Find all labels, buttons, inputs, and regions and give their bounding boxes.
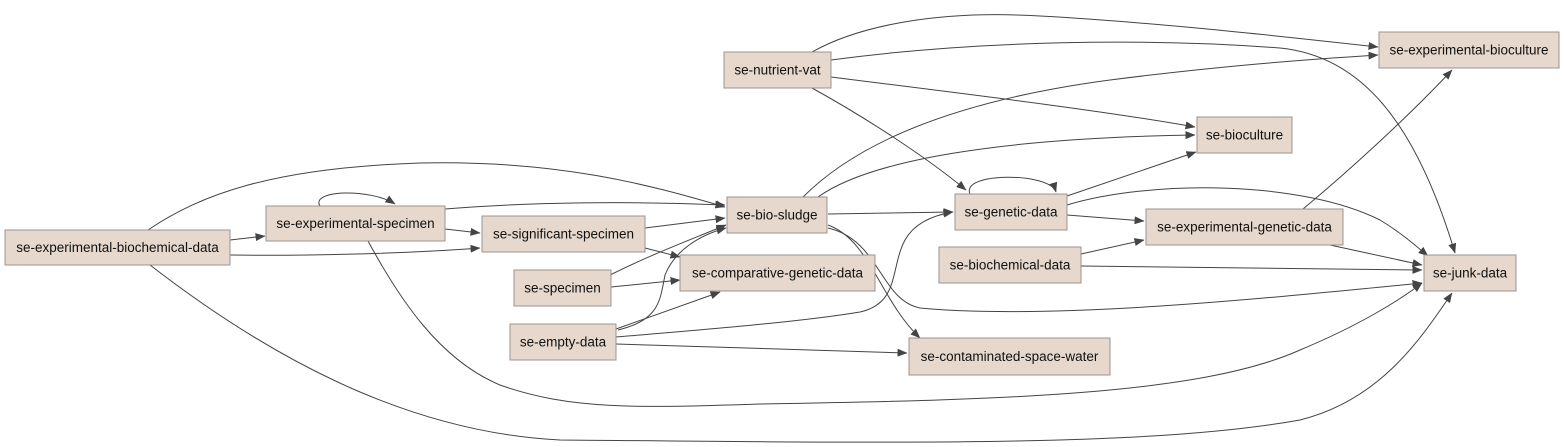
node-se-empty-data[interactable]: se-empty-data (509, 323, 617, 361)
edge-es-to-es (318, 192, 396, 207)
node-box (723, 51, 832, 89)
node-box (1423, 254, 1517, 292)
edge-es-to-ss (444, 227, 481, 236)
node-box (1145, 208, 1344, 246)
node-se-bio-sludge[interactable]: se-bio-sludge (726, 196, 828, 234)
node-label: se-empty-data (520, 335, 607, 350)
node-label: se-experimental-bioculture (1389, 43, 1548, 58)
node-box (513, 269, 612, 307)
node-box (954, 193, 1068, 231)
node-box (481, 215, 646, 253)
node-label: se-bio-sludge (736, 208, 817, 223)
node-label: se-nutrient-vat (734, 63, 821, 78)
edge-ed-to-cgd (615, 291, 721, 330)
node-box (1378, 31, 1560, 69)
node-label: se-contaminated-space-water (921, 349, 1099, 364)
edge-ss-to-bs (644, 215, 726, 229)
edge-nv-to-gd (811, 87, 967, 191)
node-box (726, 196, 828, 234)
edge-es-to-bs (444, 200, 726, 210)
node-se-experimental-specimen[interactable]: se-experimental-specimen (265, 205, 446, 242)
node-label: se-genetic-data (964, 205, 1058, 220)
edge-gd-to-bc (1066, 151, 1197, 197)
node-label: se-experimental-specimen (276, 216, 434, 231)
node-box (908, 337, 1111, 376)
nodes-layer: se-experimental-biochemical-data se-exper… (4, 31, 1560, 376)
edge-ebd-to-jd (149, 264, 1453, 443)
edge-gd-to-gd (968, 176, 1058, 195)
node-box (265, 205, 446, 242)
edge-ebd-to-ss (229, 244, 481, 256)
node-label: se-experimental-biochemical-data (16, 240, 219, 255)
node-label: se-significant-specimen (493, 227, 634, 242)
edge-gd-to-jd (1066, 187, 1429, 257)
node-label: se-junk-data (1433, 266, 1508, 281)
node-label: se-bioculture (1206, 128, 1283, 143)
node-se-bioculture[interactable]: se-bioculture (1196, 116, 1293, 154)
node-label: se-specimen (524, 281, 601, 296)
node-label: se-comparative-genetic-data (692, 266, 864, 281)
node-se-specimen[interactable]: se-specimen (513, 269, 612, 307)
edge-ed-to-csw (615, 343, 908, 357)
node-se-nutrient-vat[interactable]: se-nutrient-vat (723, 51, 832, 89)
edge-sp-to-bs (609, 224, 727, 276)
edge-bs-to-ebc (802, 51, 1379, 198)
node-box (938, 246, 1082, 284)
node-se-experimental-genetic-data[interactable]: se-experimental-genetic-data (1145, 208, 1344, 246)
edge-egd-to-jd (1329, 244, 1423, 267)
node-box (4, 229, 231, 266)
node-box (509, 323, 617, 361)
edge-bcd-to-jd (1080, 265, 1423, 274)
node-se-significant-specimen[interactable]: se-significant-specimen (481, 215, 646, 253)
node-se-comparative-genetic-data[interactable]: se-comparative-genetic-data (679, 254, 876, 292)
node-se-experimental-bioculture[interactable]: se-experimental-bioculture (1378, 31, 1560, 69)
edge-sp-to-cgd (610, 276, 681, 288)
edge-bcd-to-egd (1080, 238, 1145, 255)
node-label: se-experimental-genetic-data (1157, 220, 1332, 235)
edge-ed-to-gd (615, 209, 954, 338)
node-se-biochemical-data[interactable]: se-biochemical-data (938, 246, 1082, 284)
edge-ebd-to-es (229, 233, 266, 242)
edge-bs-to-bc (817, 131, 1196, 198)
edge-nv-to-jd (830, 41, 1457, 254)
edge-ebd-to-bs (147, 162, 726, 231)
node-se-junk-data[interactable]: se-junk-data (1423, 254, 1517, 292)
edge-es-to-jd (367, 240, 1423, 407)
node-box (1196, 116, 1293, 154)
edge-nv-to-ebc (811, 14, 1379, 53)
edge-ss-to-cgd (644, 247, 681, 259)
node-se-genetic-data[interactable]: se-genetic-data (954, 193, 1068, 231)
edges-layer (147, 14, 1457, 443)
node-box (679, 254, 876, 292)
node-se-experimental-biochemical-data[interactable]: se-experimental-biochemical-data (4, 229, 231, 266)
edge-bs-to-gd (827, 208, 954, 217)
edge-gd-to-egd (1066, 214, 1145, 225)
edge-nv-to-bc (830, 76, 1196, 130)
node-label: se-biochemical-data (950, 258, 1071, 273)
node-se-contaminated-space-water[interactable]: se-contaminated-space-water (908, 337, 1111, 376)
edge-egd-to-ebc (1302, 69, 1453, 210)
